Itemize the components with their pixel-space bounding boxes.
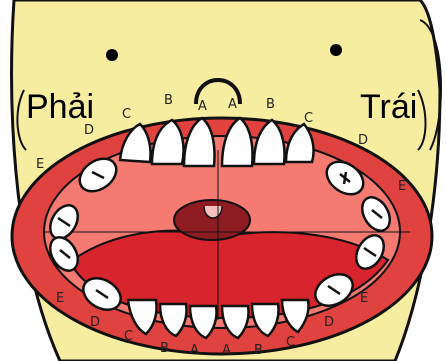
lower-letter-C-right: C xyxy=(124,329,133,344)
right-side-label: Phải xyxy=(26,90,94,124)
lower-letter-C-left: C xyxy=(286,335,295,350)
lower-letter-E-left: E xyxy=(360,291,368,306)
upper-letter-B-right: B xyxy=(164,93,173,108)
upper-letter-E-left: E xyxy=(398,179,406,194)
lower-letter-A-left: A xyxy=(222,343,231,358)
lower-letter-D-left: D xyxy=(324,315,334,330)
left-side-label: Trái xyxy=(360,90,417,124)
upper-letter-C-left: C xyxy=(304,111,313,126)
upper-letter-B-left: B xyxy=(266,97,275,112)
upper-letter-A-right: A xyxy=(198,99,207,114)
upper-letter-E-right: E xyxy=(36,157,44,172)
lower-letter-B-left: B xyxy=(254,343,263,358)
lower-letter-E-right: E xyxy=(56,291,64,306)
upper-letter-D-left: D xyxy=(358,133,368,148)
lower-letter-A-right: A xyxy=(190,343,199,358)
upper-letter-A-left: A xyxy=(228,97,237,112)
lower-letter-B-right: B xyxy=(160,341,169,356)
upper-letter-C-right: C xyxy=(122,107,131,122)
left-eye-dot xyxy=(106,49,118,61)
lower-letter-D-right: D xyxy=(90,315,100,330)
right-eye-dot xyxy=(330,44,342,56)
